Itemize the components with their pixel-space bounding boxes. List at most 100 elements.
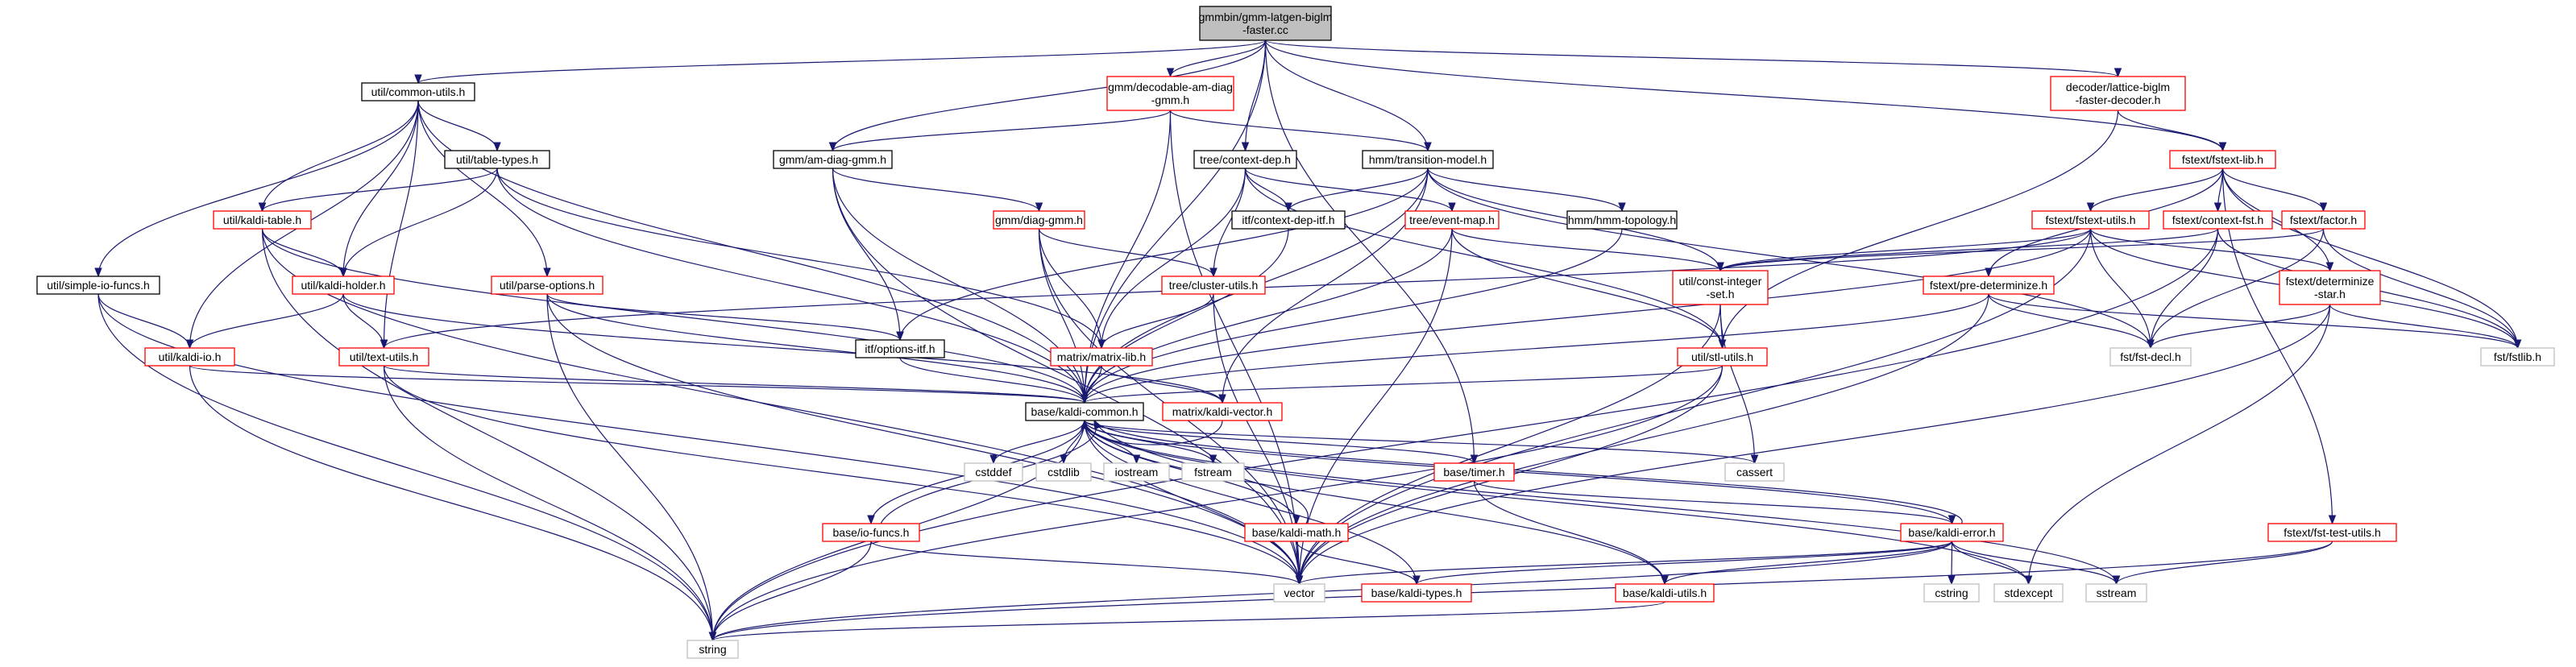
node-label: gmm/am-diag-gmm.h <box>779 153 886 166</box>
node-label: hmm/hmm-topology.h <box>1568 213 1676 226</box>
node-label: tree/cluster-utils.h <box>1169 279 1258 292</box>
dependency-edge <box>185 293 344 350</box>
node-kaldi-error[interactable]: base/kaldi-error.h <box>1900 523 2004 542</box>
node-decodable[interactable]: gmm/decodable-am-diag-gmm.h <box>1106 76 1234 111</box>
node-label: util/const-integer <box>1679 275 1762 288</box>
node-label: stdexcept <box>2005 586 2053 599</box>
node-stl-utils[interactable]: util/stl-utils.h <box>1677 347 1768 367</box>
node-label: fstext/determinize <box>2286 275 2375 288</box>
node-kaldi-io[interactable]: util/kaldi-io.h <box>144 347 235 367</box>
node-cstddef: cstddef <box>964 462 1023 482</box>
node-cluster-utils[interactable]: tree/cluster-utils.h <box>1161 276 1266 295</box>
node-transition-model[interactable]: hmm/transition-model.h <box>1362 150 1494 169</box>
node-stdexcept: stdexcept <box>1993 583 2064 603</box>
dependency-edge <box>1295 541 1953 586</box>
node-io-funcs[interactable]: base/io-funcs.h <box>822 523 920 542</box>
node-const-integer-set[interactable]: util/const-integer-set.h <box>1672 270 1769 305</box>
node-label: decoder/lattice-biglm <box>2066 81 2170 93</box>
dependency-edge <box>417 100 501 152</box>
graph-nodes: gmmbin/gmm-latgen-biglm-faster.cc util/co… <box>36 6 2555 659</box>
node-label: base/io-funcs.h <box>833 526 910 539</box>
node-kaldi-table[interactable]: util/kaldi-table.h <box>213 210 312 230</box>
node-timer[interactable]: base/timer.h <box>1433 462 1515 482</box>
node-determinize-star[interactable]: fstext/determinize-star.h <box>2279 270 2381 305</box>
node-context-dep[interactable]: tree/context-dep.h <box>1193 150 1297 169</box>
dependency-edge <box>2089 228 2334 272</box>
node-pre-determinize[interactable]: fstext/pre-determinize.h <box>1923 276 2055 295</box>
node-label: -faster.cc <box>1242 23 1288 36</box>
node-fstream: fstream <box>1181 462 1245 482</box>
node-kaldi-types[interactable]: base/kaldi-types.h <box>1361 583 1472 603</box>
dependency-edge <box>1427 168 1626 213</box>
graph-edges <box>94 39 2522 642</box>
node-options-itf[interactable]: itf/options-itf.h <box>855 339 945 358</box>
node-simple-io-funcs[interactable]: util/simple-io-funcs.h <box>36 276 160 295</box>
node-label: cstddef <box>975 466 1011 478</box>
node-label: fstream <box>1194 466 1232 478</box>
node-context-dep-itf[interactable]: itf/context-dep-itf.h <box>1231 210 1346 230</box>
node-matrix-lib[interactable]: matrix/matrix-lib.h <box>1050 347 1153 367</box>
node-root[interactable]: gmmbin/gmm-latgen-biglm-faster.cc <box>1199 6 1333 41</box>
dependency-edge <box>1719 304 1759 465</box>
node-label: vector <box>1284 586 1314 599</box>
node-fst-decl: fst/fst-decl.h <box>2109 347 2192 367</box>
dependency-edge <box>546 293 904 342</box>
dependency-edge <box>832 168 904 342</box>
node-label: util/stl-utils.h <box>1691 350 1753 363</box>
node-cstdlib: cstdlib <box>1035 462 1092 482</box>
dependency-edge <box>1244 168 1456 213</box>
node-event-map[interactable]: tree/event-map.h <box>1404 210 1500 230</box>
node-fstext-lib[interactable]: fstext/fstext-lib.h <box>2169 150 2276 169</box>
node-kaldi-vector[interactable]: matrix/kaldi-vector.h <box>1162 402 1283 421</box>
node-label: sstream <box>2097 586 2137 599</box>
dependency-edge <box>1951 541 2033 586</box>
node-lattice-biglm[interactable]: decoder/lattice-biglm-faster-decoder.h <box>2050 76 2186 111</box>
node-vector: vector <box>1273 583 1325 603</box>
dependency-edge <box>1081 228 1453 404</box>
dependency-edge <box>1038 228 1217 278</box>
node-context-fst[interactable]: fstext/context-fst.h <box>2163 210 2273 230</box>
dependency-edge <box>1264 39 1432 152</box>
node-kaldi-math[interactable]: base/kaldi-math.h <box>1244 523 1349 542</box>
dependency-edge <box>496 168 1105 350</box>
node-am-diag-gmm[interactable]: gmm/am-diag-gmm.h <box>773 150 893 169</box>
node-diag-gmm[interactable]: gmm/diag-gmm.h <box>993 210 1085 230</box>
dependency-edge <box>708 541 872 642</box>
node-factor[interactable]: fstext/factor.h <box>2281 210 2366 230</box>
dependency-edge <box>1451 228 1724 272</box>
dependency-edge <box>1412 541 1953 586</box>
dependency-edge <box>339 100 419 278</box>
dependency-edge <box>1295 293 1989 586</box>
dependency-edge <box>258 100 419 213</box>
node-label: util/text-utils.h <box>350 350 419 363</box>
node-label: util/simple-io-funcs.h <box>47 279 150 292</box>
node-hmm-topology[interactable]: hmm/hmm-topology.h <box>1566 210 1678 230</box>
dependency-edge <box>1295 304 1721 586</box>
node-label: string <box>699 643 726 656</box>
node-kaldi-common[interactable]: base/kaldi-common.h <box>1025 402 1144 421</box>
node-label: cstdlib <box>1047 466 1080 478</box>
node-text-utils[interactable]: util/text-utils.h <box>338 347 429 367</box>
node-label: iostream <box>1115 466 1159 478</box>
node-table-types[interactable]: util/table-types.h <box>444 150 550 169</box>
dependency-edge <box>383 365 1089 404</box>
node-cassert: cassert <box>1724 462 1785 482</box>
dependency-edge <box>417 100 551 278</box>
node-label: util/common-utils.h <box>371 85 466 98</box>
node-kaldi-utils[interactable]: base/kaldi-utils.h <box>1615 583 1715 603</box>
node-label: base/kaldi-utils.h <box>1623 586 1707 599</box>
node-fstext-utils[interactable]: fstext/fstext-utils.h <box>2031 210 2150 230</box>
node-label: matrix/matrix-lib.h <box>1057 350 1146 363</box>
node-label: tree/event-map.h <box>1409 213 1495 226</box>
node-parse-options[interactable]: util/parse-options.h <box>491 276 604 295</box>
node-label: gmmbin/gmm-latgen-biglm <box>1199 10 1333 23</box>
dependency-edge <box>828 110 1172 152</box>
node-fst-test-utils[interactable]: fstext/fst-test-utils.h <box>2267 523 2397 542</box>
node-common-utils[interactable]: util/common-utils.h <box>361 82 475 102</box>
node-label: base/kaldi-types.h <box>1371 586 1462 599</box>
node-label: cassert <box>1736 466 1773 478</box>
node-label: cstring <box>1935 586 1968 599</box>
node-kaldi-holder[interactable]: util/kaldi-holder.h <box>292 276 395 295</box>
node-label: tree/context-dep.h <box>1200 153 1291 166</box>
dependency-edge <box>2117 110 2227 152</box>
